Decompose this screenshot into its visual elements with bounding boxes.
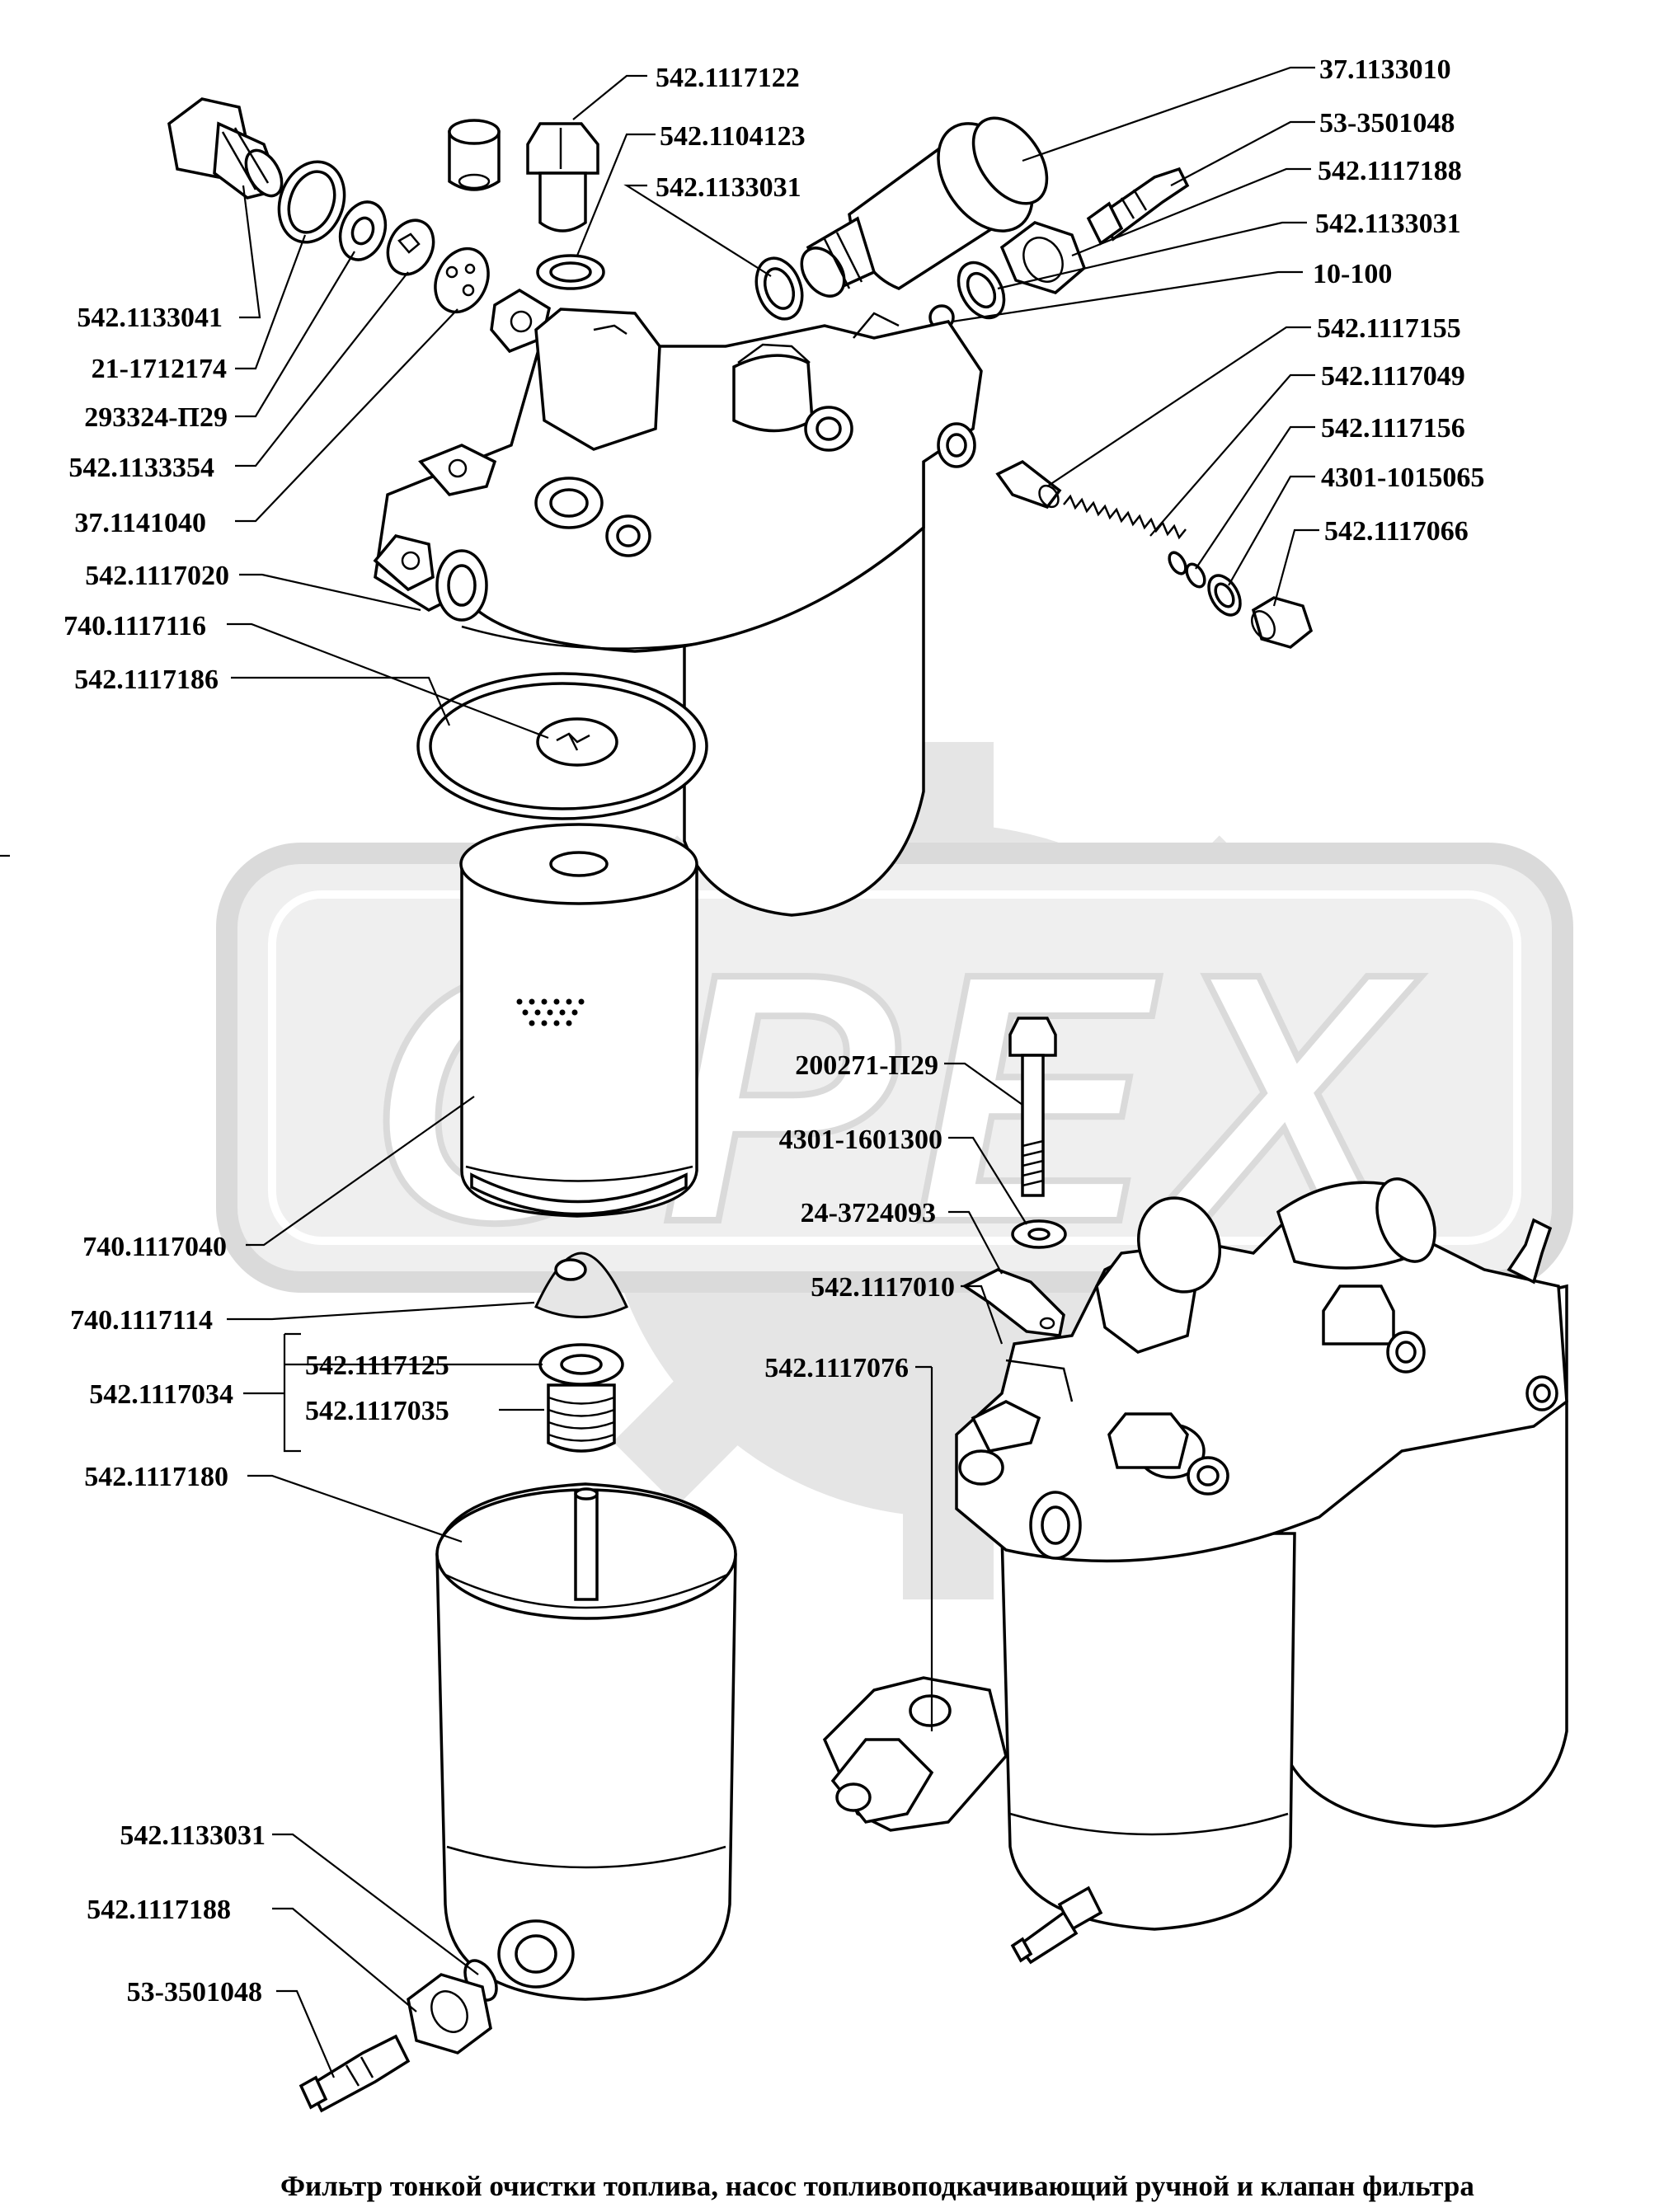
label-542-1117034: 542.1117034 (89, 1379, 233, 1410)
svg-text:ОРЕХ: ОРЕХ (369, 900, 1422, 1296)
fitting-542-1133041 (167, 97, 284, 200)
label-740-1117040: 740.1117040 (82, 1232, 227, 1262)
gasket-21-1712174 (277, 160, 346, 244)
label-37-1133010: 37.1133010 (1319, 54, 1451, 85)
label-24-3724093: 24-3724093 (801, 1198, 936, 1228)
valve-542-1117155 (995, 459, 1062, 510)
bolt-542-1117122 (526, 122, 599, 232)
label-53-3501048-top: 53-3501048 (1319, 108, 1455, 139)
label-293324-p29: 293324-П29 (84, 402, 228, 433)
label-10-100: 10-100 (1313, 259, 1392, 289)
label-542-1117186: 542.1117186 (74, 665, 219, 695)
plug-542-1117066 (1251, 596, 1314, 649)
washer-542-1117156 (1168, 551, 1206, 589)
label-542-1133354: 542.1133354 (68, 453, 214, 483)
diagram-caption: Фильтр тонкой очистки топлива, насос топ… (280, 2170, 1474, 2202)
label-21-1712174: 21-1712174 (92, 354, 227, 384)
label-200271-p29: 200271-П29 (795, 1050, 938, 1081)
label-53-3501048-bottom: 53-3501048 (127, 1977, 262, 2008)
label-542-1104123: 542.1104123 (660, 121, 806, 152)
filter-element-740-1117040 (459, 823, 698, 1218)
label-542-1117066: 542.1117066 (1324, 516, 1469, 547)
screw-740-1117116 (536, 717, 618, 767)
gasket-542-1133031-right (957, 261, 1006, 320)
valve-542-1133354 (386, 218, 435, 276)
label-740-1117114: 740.1117114 (70, 1305, 213, 1336)
label-542-1117020: 542.1117020 (85, 561, 229, 591)
washer-293324-p29 (338, 200, 388, 261)
label-542-1117188-bottom: 542.1117188 (87, 1895, 231, 1925)
filter-housing-542-1117020 (373, 308, 983, 917)
label-542-1117180: 542.1117180 (84, 1462, 228, 1492)
label-740-1117116: 740.1117116 (63, 611, 206, 641)
filter-assembly-542-1117010 (822, 1177, 1568, 1965)
gasket-4301-1015065 (1207, 574, 1242, 617)
label-542-1117035: 542.1117035 (305, 1396, 449, 1426)
bolt-200271-p29 (1008, 1017, 1057, 1197)
label-542-1117049: 542.1117049 (1321, 361, 1465, 392)
label-542-1117125: 542.1117125 (305, 1350, 449, 1381)
label-4301-1601300: 4301-1601300 (779, 1125, 942, 1155)
label-542-1133031-top: 542.1133031 (656, 172, 801, 203)
label-542-1117076: 542.1117076 (764, 1353, 909, 1383)
label-4301-1015065: 4301-1015065 (1321, 463, 1484, 493)
spring-542-1117049 (1063, 494, 1187, 540)
bleed-valve-53-3501048-top (1086, 167, 1190, 246)
washer-4301-1601300 (1011, 1219, 1067, 1249)
spring-542-1117035 (547, 1383, 616, 1453)
gasket-542-1104123 (536, 254, 605, 290)
label-542-1133031-bottom: 542.1133031 (120, 1820, 266, 1851)
bowl-542-1117180 (435, 1482, 737, 2001)
label-542-1117188-top: 542.1117188 (1318, 156, 1462, 186)
label-542-1117010: 542.1117010 (811, 1272, 955, 1303)
seal-542-1117125 (538, 1343, 624, 1386)
label-542-1133031-right: 542.1133031 (1315, 209, 1461, 239)
label-542-1117155: 542.1117155 (1317, 313, 1461, 344)
hand-pump-37-1133010 (800, 116, 1049, 298)
bleed-valve-53-3501048-bottom (298, 2034, 411, 2113)
valve-37-1141040 (434, 247, 490, 314)
label-542-1117156: 542.1117156 (1321, 413, 1465, 444)
leader-lines (227, 66, 1319, 2078)
clamp-24-3724093 (961, 1268, 1065, 1337)
label-542-1117122: 542.1117122 (656, 63, 800, 93)
nut-542-1117188-bottom (407, 1973, 492, 2055)
label-542-1133041: 542.1133041 (77, 303, 223, 333)
seal-740-1117114 (534, 1252, 628, 1318)
part-labels: 542.1117122 542.1104123 542.1133031 37.1… (63, 54, 1484, 2008)
label-37-1141040: 37.1141040 (74, 508, 206, 538)
nut-542-1117188-top (999, 221, 1087, 294)
small-filter-cylinder (448, 119, 501, 191)
